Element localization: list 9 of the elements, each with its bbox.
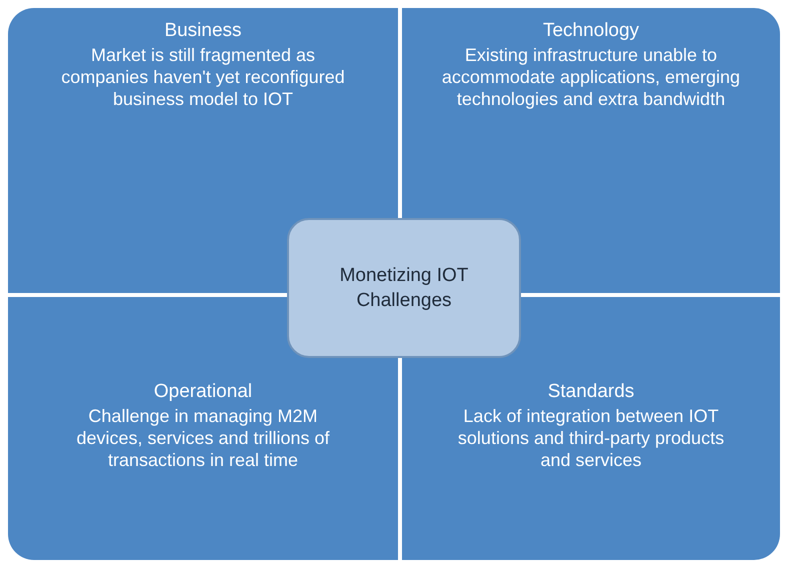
quadrant-description: Market is still fragmented as companies haven't yet reconfigured business model to IOT (60, 44, 346, 110)
quadrant-heading: Operational (154, 380, 252, 404)
center-box: Monetizing IOT Challenges (287, 218, 521, 358)
quadrant-description: Existing infrastructure unable to accommodate applications, emerging technologies and extra bandwidth (441, 44, 741, 110)
quadrant-heading: Technology (542, 19, 640, 43)
quadrant-description: Lack of integration between IOT solutions and third-party products and services (456, 405, 726, 471)
quadrant-heading: Standards (548, 380, 634, 404)
quadrant-description: Challenge in managing M2M devices, services and trillions of transactions in real time (75, 405, 331, 471)
quadrant-heading: Business (164, 19, 242, 43)
